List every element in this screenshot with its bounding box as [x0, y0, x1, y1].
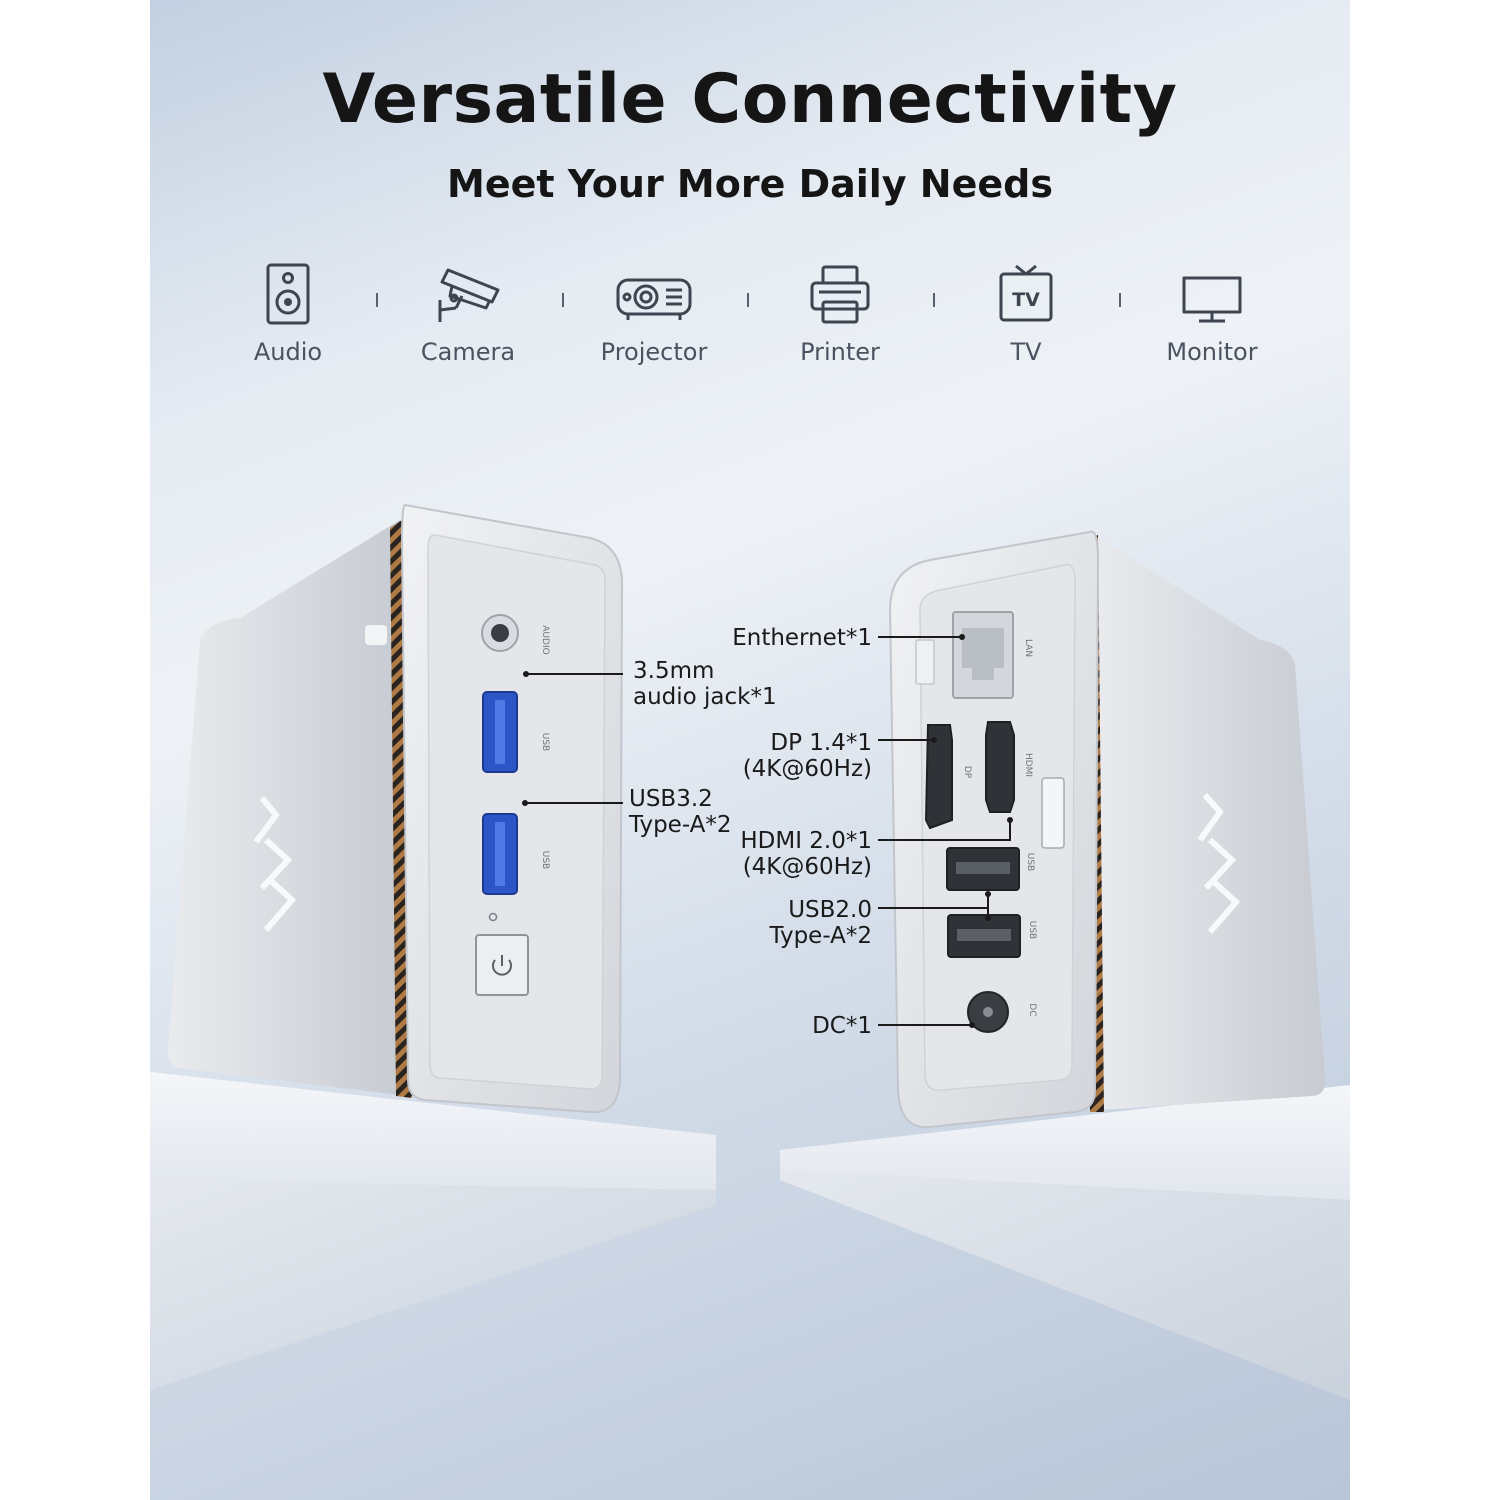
device-label: Projector — [600, 338, 708, 366]
divider — [747, 293, 749, 307]
mini-pc-front: AUDIO USB USB — [168, 503, 624, 1114]
device-projector: Projector — [574, 262, 734, 366]
mini-pc-rear: LAN DP HDMI USB USB — [888, 530, 1326, 1129]
device-printer: Printer — [760, 262, 920, 366]
callout-lines — [522, 634, 1013, 1028]
page-title: Versatile Connectivity — [322, 60, 1178, 139]
ventilation-slot — [915, 639, 935, 685]
logo-mark — [1197, 793, 1241, 934]
status-led — [488, 912, 498, 922]
port-mark-audio: AUDIO — [540, 625, 550, 654]
kensington-lock-slot — [1041, 777, 1065, 849]
usb32-port-bottom — [482, 813, 518, 895]
device-label: Printer — [800, 338, 880, 366]
printer-icon — [810, 265, 870, 324]
dc-port — [967, 991, 1009, 1033]
right-shelf — [780, 1085, 1350, 1400]
divider — [1119, 293, 1121, 307]
port-mark-usb: USB — [1025, 853, 1035, 871]
divider — [933, 293, 935, 307]
device-audio: Audio — [208, 262, 368, 366]
speaker-icon — [266, 263, 310, 325]
label-usb32: USB3.2 Type-A*2 — [629, 786, 732, 838]
audio-jack-port — [481, 614, 519, 652]
foot — [365, 625, 387, 645]
usb20-port-bottom — [947, 914, 1021, 958]
usb32-port-top — [482, 691, 518, 773]
port-mark-usb: USB — [1027, 921, 1037, 939]
callout-hdmi-line — [878, 820, 1011, 841]
device-monitor: Monitor — [1132, 262, 1292, 366]
product-scene: AUDIO USB USB — [150, 503, 1350, 1400]
device-tv: TV TV — [946, 262, 1106, 366]
hdmi-port — [985, 721, 1015, 813]
device-label: Camera — [420, 338, 516, 366]
port-mark-usb: USB — [540, 733, 550, 751]
ethernet-port — [952, 611, 1014, 699]
device-label: Audio — [253, 338, 323, 366]
dp-port — [924, 724, 953, 830]
divider — [562, 293, 564, 307]
port-mark-hdmi: HDMI — [1023, 753, 1033, 777]
product-banner: Versatile Connectivity Meet Your More Da… — [150, 0, 1350, 1500]
security-camera-icon — [438, 268, 500, 322]
device-camera: Camera — [388, 262, 548, 366]
label-audio-jack: 3.5mm audio jack*1 — [633, 658, 777, 710]
port-mark-lan: LAN — [1023, 639, 1033, 657]
logo-mark — [253, 796, 297, 932]
device-label: Monitor — [1166, 338, 1258, 366]
left-shelf — [150, 1072, 716, 1390]
label-hdmi: HDMI 2.0*1 (4K@60Hz) — [740, 828, 872, 880]
tv-icon: TV — [999, 264, 1053, 322]
power-button[interactable] — [475, 934, 529, 996]
port-mark-dp: DP — [962, 766, 972, 779]
label-dc: DC*1 — [812, 1013, 872, 1039]
projector-icon — [616, 278, 692, 320]
label-ethernet: Enthernet*1 — [732, 625, 872, 651]
label-dp: DP 1.4*1 (4K@60Hz) — [742, 730, 872, 782]
divider — [376, 293, 378, 307]
device-label: TV — [1010, 338, 1042, 366]
port-mark-usb: USB — [540, 851, 550, 869]
usb20-port-top — [946, 847, 1020, 891]
monitor-icon — [1182, 276, 1242, 323]
tv-icon-text: TV — [1012, 289, 1040, 311]
label-usb20: USB2.0 Type-A*2 — [769, 897, 873, 949]
port-mark-dc: DC — [1027, 1003, 1037, 1016]
page-subtitle: Meet Your More Daily Needs — [447, 162, 1053, 206]
